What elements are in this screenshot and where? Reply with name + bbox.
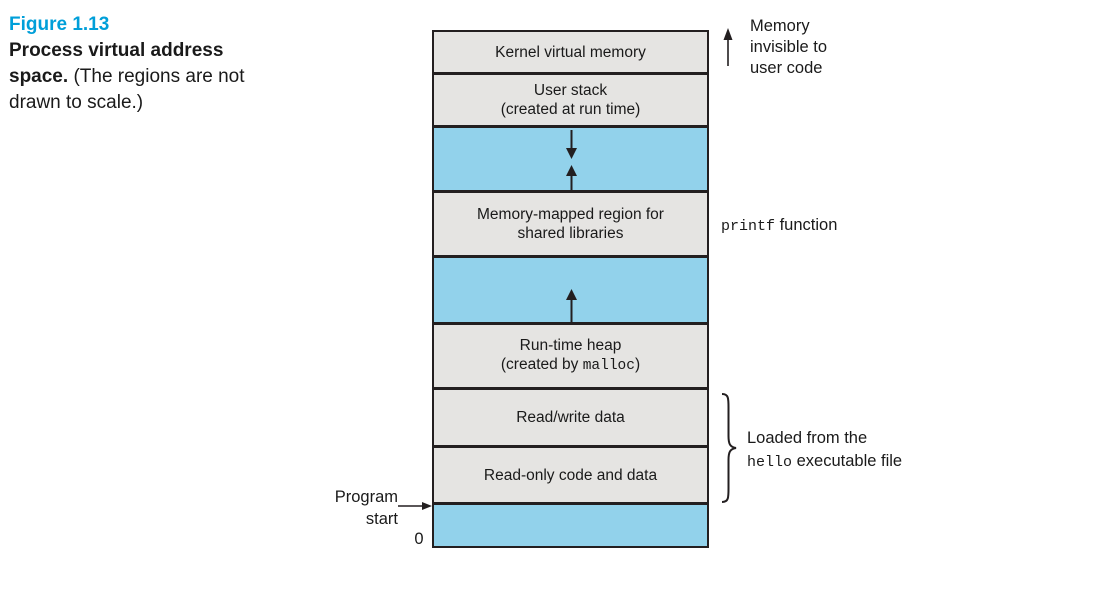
program-start-arrow-icon bbox=[398, 502, 432, 510]
address-zero-label: 0 bbox=[414, 530, 424, 548]
loaded-line1: Loaded from the bbox=[747, 429, 868, 447]
printf-function-annotation: printf function bbox=[721, 216, 837, 235]
memory-invisible-line3: user code bbox=[750, 59, 823, 77]
caption-note-line2: drawn to scale.) bbox=[9, 92, 144, 113]
region-label: Memory-mapped region for bbox=[477, 206, 664, 223]
loaded-from-executable-annotation: Loaded from the hello executable file bbox=[747, 427, 902, 474]
printf-code-text: printf bbox=[721, 218, 776, 235]
printf-text: function bbox=[775, 216, 838, 234]
malloc-code-text: malloc bbox=[582, 358, 635, 374]
region-sublabel: (created at run time) bbox=[500, 101, 641, 118]
memory-invisible-annotation: Memory invisible to user code bbox=[750, 16, 827, 79]
region-label: Read/write data bbox=[516, 409, 625, 426]
region-label: Run-time heap bbox=[519, 337, 622, 354]
region-label: Read-only code and data bbox=[483, 466, 658, 484]
region-shared-libraries: Memory-mapped region for shared librarie… bbox=[434, 193, 707, 258]
memory-invisible-line1: Memory bbox=[750, 17, 810, 35]
program-start-label: Program start bbox=[306, 486, 398, 530]
region-kernel-virtual-memory: Kernel virtual memory bbox=[434, 32, 707, 75]
region-user-stack: User stack (created at run time) bbox=[434, 75, 707, 128]
region-sublabel: (created by malloc) bbox=[501, 355, 640, 376]
figure-caption: Figure 1.13 Process virtual address spac… bbox=[9, 12, 329, 116]
heap-sublabel-prefix: (created by bbox=[500, 356, 583, 373]
region-heap-growth-gap bbox=[434, 258, 707, 325]
region-read-only-code: Read-only code and data bbox=[434, 448, 707, 505]
loaded-brace-icon bbox=[721, 393, 737, 503]
program-start-line1: Program bbox=[334, 488, 398, 506]
region-label: Kernel virtual memory bbox=[495, 43, 646, 61]
memory-invisible-line2: invisible to bbox=[750, 38, 828, 56]
loaded-line2-text: executable file bbox=[792, 452, 903, 470]
region-runtime-heap: Run-time heap (created by malloc) bbox=[434, 325, 707, 390]
figure-number: Figure 1.13 bbox=[9, 14, 110, 35]
region-bottom-gap bbox=[434, 505, 707, 546]
program-start-line2: start bbox=[365, 510, 398, 528]
memory-map-diagram: Kernel virtual memory User stack (create… bbox=[432, 30, 709, 548]
region-stack-growth-gap bbox=[434, 128, 707, 193]
region-sublabel: shared libraries bbox=[517, 225, 624, 242]
caption-note-line1: (The regions are not bbox=[73, 66, 245, 87]
caption-title-bold: space. bbox=[9, 66, 69, 87]
region-read-write-data: Read/write data bbox=[434, 390, 707, 448]
kernel-memory-up-arrow-icon bbox=[723, 28, 733, 66]
heap-sublabel-suffix: ) bbox=[634, 356, 641, 373]
hello-code-text: hello bbox=[747, 454, 793, 471]
caption-title-line1: Process virtual address bbox=[9, 40, 224, 61]
loaded-line2: hello executable file bbox=[747, 450, 902, 474]
region-label: User stack bbox=[533, 82, 608, 99]
caption-title-line2: space. (The regions are not bbox=[9, 64, 329, 90]
